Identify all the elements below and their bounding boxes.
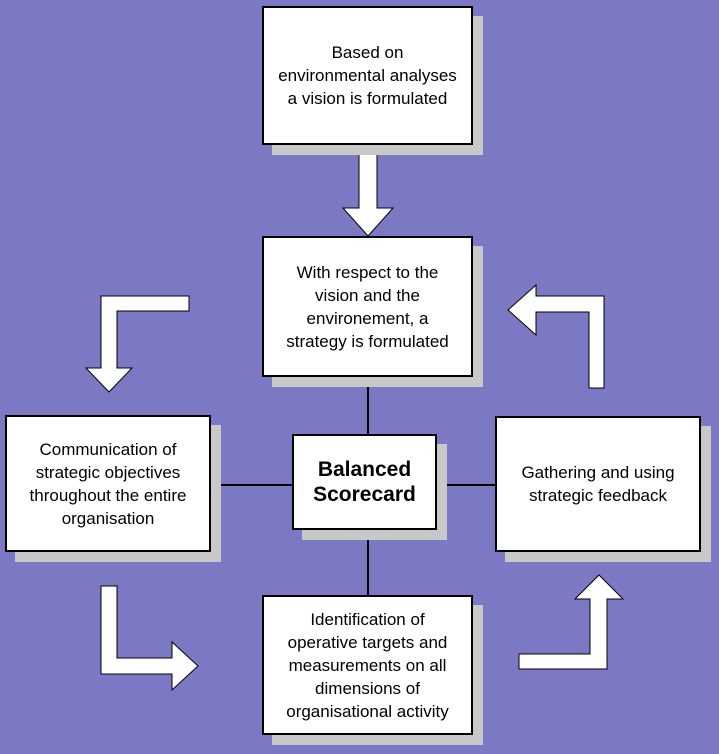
- vision-box: Based on environmental analyses a vision…: [262, 6, 473, 145]
- arrow-targets-to-feedback: [518, 574, 625, 670]
- strategy-box: With respect to the vision and the envir…: [262, 236, 473, 377]
- balanced-scorecard-box: Balanced Scorecard: [292, 434, 437, 530]
- feedback-box: Gathering and using strategic feedback: [495, 416, 701, 552]
- feedback-label: Gathering and using strategic feedback: [521, 463, 675, 505]
- arrow-strategy-to-communication: [84, 295, 190, 393]
- targets-box: Identification of operative targets and …: [262, 595, 473, 735]
- communication-box: Communication of strategic objectives th…: [5, 415, 211, 552]
- arrow-communication-to-targets: [100, 585, 199, 692]
- vision-label: Based on environmental analyses a vision…: [278, 43, 457, 108]
- arrow-feedback-to-strategy: [507, 283, 605, 389]
- arrow-vision-to-strategy: [341, 146, 395, 237]
- communication-label: Communication of strategic objectives th…: [29, 439, 187, 528]
- targets-label: Identification of operative targets and …: [286, 609, 449, 721]
- strategy-label: With respect to the vision and the envir…: [286, 262, 449, 351]
- balanced-scorecard-label: Balanced Scorecard: [313, 458, 416, 506]
